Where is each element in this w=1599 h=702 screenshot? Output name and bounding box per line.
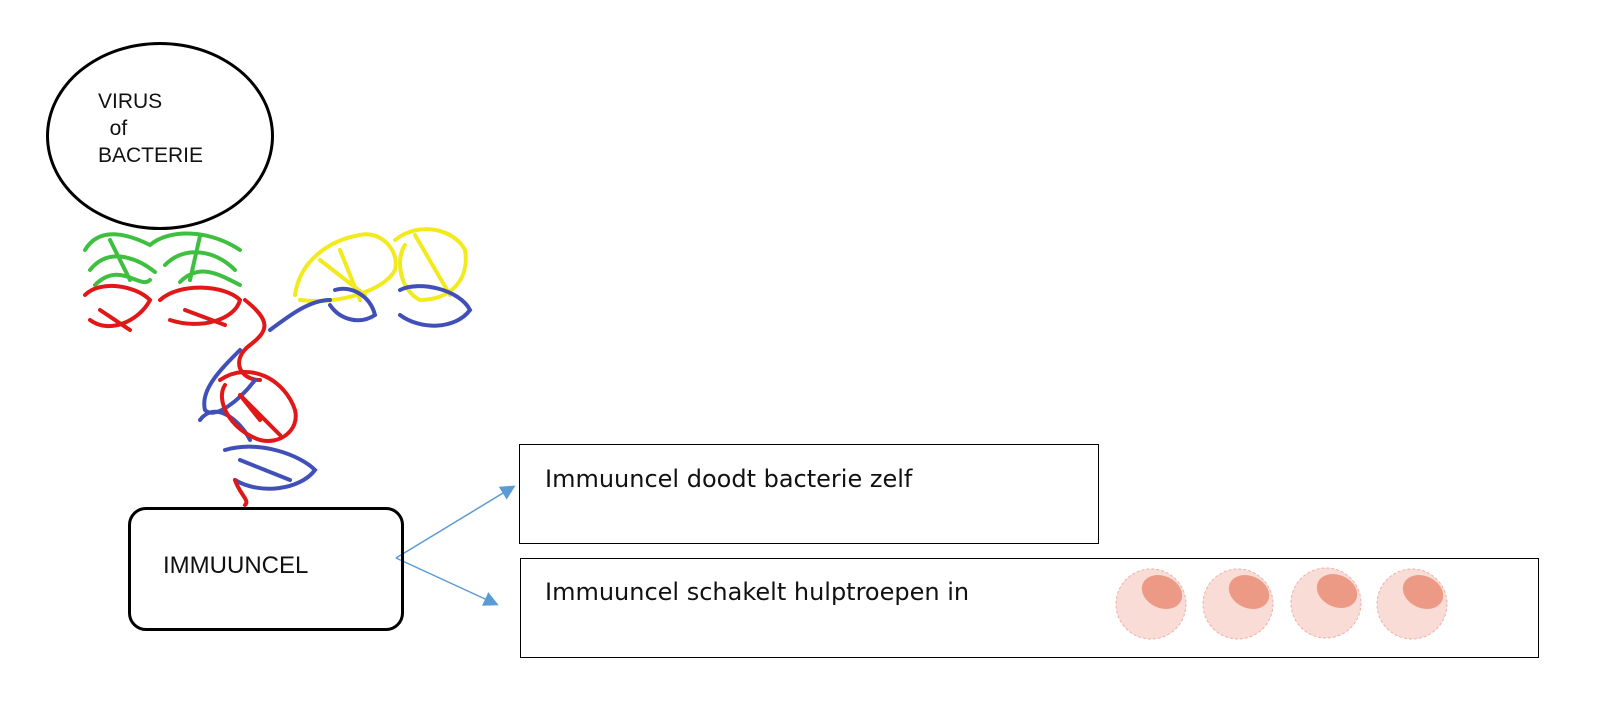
outcome-helpers-label: Immuuncel schakelt hulptroepen in	[545, 578, 970, 606]
antibody-red-stem	[218, 369, 298, 507]
antibody-yellow-domain	[293, 227, 468, 303]
outcome-box-kill	[519, 444, 1099, 544]
virus-ellipse	[46, 42, 274, 230]
outcome-kill-label: Immuuncel doodt bacterie zelf	[545, 465, 913, 493]
antibody-green-domain	[83, 231, 242, 287]
helper-cell-icon	[1202, 568, 1274, 640]
arrow-to-helpers	[395, 557, 499, 606]
helper-cell-icon	[1376, 568, 1448, 640]
helper-cells	[1115, 567, 1448, 640]
outcome-box-helpers	[520, 558, 1539, 658]
helper-cell-icon	[1290, 567, 1362, 639]
arrow-to-kill	[395, 485, 516, 559]
virus-label: VIRUS of BACTERIE	[98, 90, 204, 167]
helper-cell-icon	[1115, 568, 1187, 640]
immune-cell-label: IMMUUNCEL	[163, 552, 309, 579]
immune-cell-box	[128, 507, 404, 631]
antibody-red-domain	[83, 283, 267, 382]
antibody-icon	[83, 227, 473, 507]
antibody-blue-domain	[198, 284, 473, 491]
